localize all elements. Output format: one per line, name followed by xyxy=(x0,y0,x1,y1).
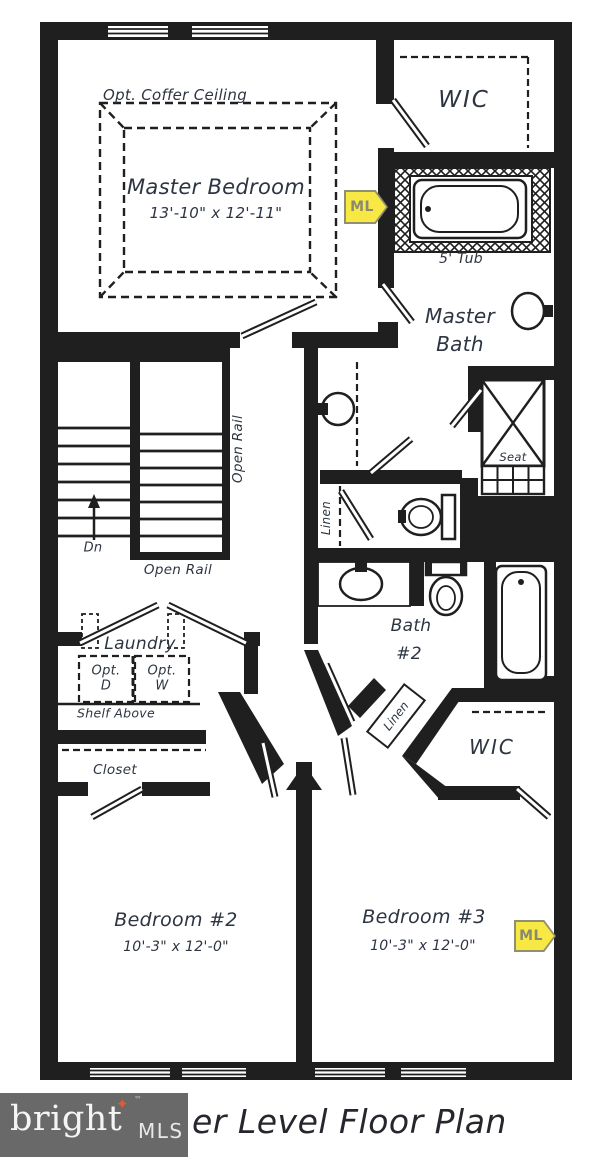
open-rail-vertical-label: Open Rail xyxy=(230,414,246,484)
master-tub xyxy=(393,167,551,253)
bath2-label-1: Bath xyxy=(390,616,432,636)
wic-lower-label: WIC xyxy=(469,735,515,759)
mls-logo-text: MLS xyxy=(138,1119,184,1143)
master-bedroom-dims: 13'-10" x 12'-11" xyxy=(149,204,283,222)
stairs-down-label: Dn xyxy=(83,540,103,556)
ml-badge-master-level: ML xyxy=(344,190,388,224)
wic-upper-label: WIC xyxy=(438,87,490,113)
laundry-label: Laundry xyxy=(104,634,176,654)
master-bath-sink-right xyxy=(510,291,553,331)
bedroom2-label: Bedroom #2 xyxy=(114,909,238,931)
tub-label: 5' Tub xyxy=(439,251,483,267)
coffer-ceiling-outline xyxy=(98,101,338,299)
coffer-ceiling-note: Opt. Coffer Ceiling xyxy=(102,86,248,104)
bath2-tub xyxy=(494,564,548,682)
down-arrow-icon xyxy=(88,494,100,540)
bath2-vanity-sink xyxy=(317,561,411,607)
bright-star-icon: ✦ xyxy=(116,1095,129,1113)
bath2-toilet xyxy=(424,560,468,617)
ml-badge-master-text: ML xyxy=(350,199,374,215)
bright-logo-text: bright xyxy=(10,1099,123,1139)
ml-badge-bedroom3: ML xyxy=(514,920,556,952)
opt-washer-line2: W xyxy=(155,678,169,693)
wc-toilet xyxy=(398,493,457,541)
bedroom3-label: Bedroom #3 xyxy=(362,906,486,928)
opt-dryer-line1: Opt. xyxy=(91,663,121,679)
shelf-above-label: Shelf Above xyxy=(77,705,155,721)
bedroom2-dims: 10'-3" x 12'-0" xyxy=(123,939,229,955)
bedroom3-dims: 10'-3" x 12'-0" xyxy=(370,938,476,954)
master-bath-label-2: Bath xyxy=(436,332,484,356)
master-bath-sink-vanity xyxy=(318,391,356,427)
master-bedroom-label: Master Bedroom xyxy=(126,175,306,199)
shower-with-seat xyxy=(480,378,546,496)
doors xyxy=(78,97,552,821)
bright-mls-watermark: bright ✦ ™ MLS xyxy=(0,1093,188,1157)
stairs xyxy=(58,426,222,538)
linen-wc-label: Linen xyxy=(319,500,333,536)
closet-label: Closet xyxy=(93,762,137,778)
floor-plan-title: er Level Floor Plan xyxy=(192,1102,507,1141)
trademark-symbol: ™ xyxy=(134,1095,142,1104)
opt-dryer-label: Opt. D xyxy=(92,664,121,693)
seat-label: Seat xyxy=(499,450,527,464)
opt-washer-line1: Opt. xyxy=(147,663,177,679)
master-bath-label-1: Master xyxy=(424,304,496,328)
dashed-lines xyxy=(62,55,546,752)
open-rail-horizontal-label: Open Rail xyxy=(143,562,213,578)
opt-washer-label: Opt. W xyxy=(148,664,177,693)
windows xyxy=(90,24,476,1080)
bath2-label-2: #2 xyxy=(396,644,422,664)
opt-dryer-line2: D xyxy=(100,678,112,693)
ml-badge-bedroom3-text: ML xyxy=(519,928,543,944)
